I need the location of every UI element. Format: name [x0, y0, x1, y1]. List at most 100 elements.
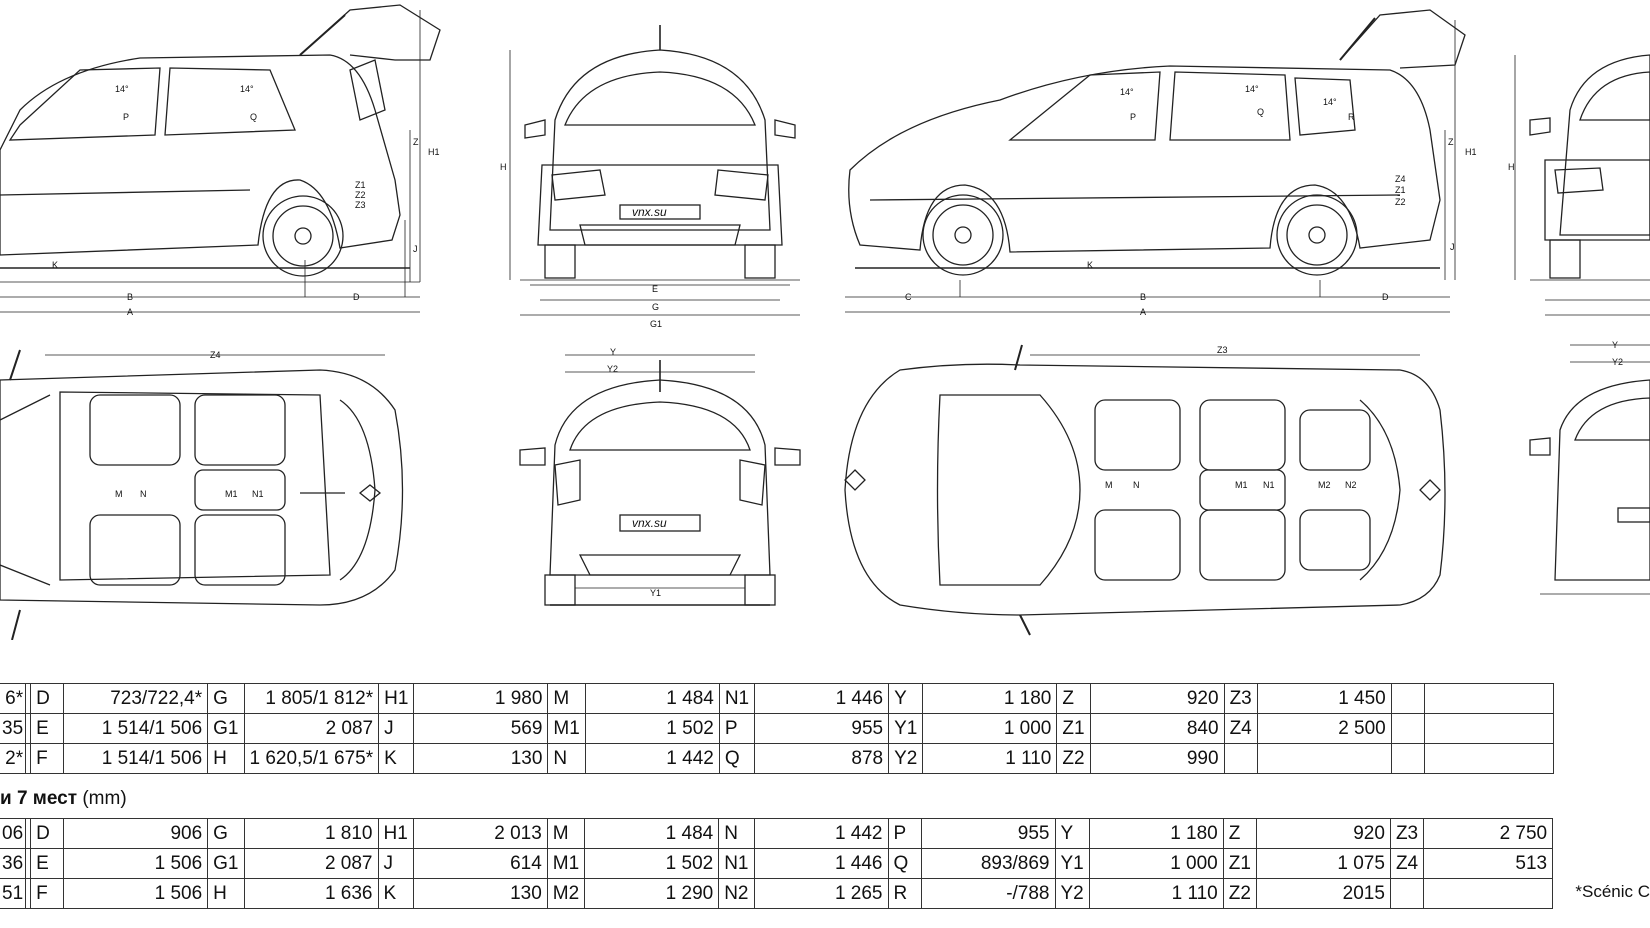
- dimension-value: 1 110: [922, 743, 1058, 774]
- dimension-value: 955: [920, 818, 1056, 849]
- rear-view-long: [1529, 344, 1650, 595]
- front-view-short: [509, 25, 800, 316]
- footnote: *Scénic C: [1575, 882, 1650, 901]
- dim-label: Y: [1612, 340, 1618, 350]
- dim-label: B: [1140, 292, 1146, 302]
- dimension-code: K: [377, 878, 414, 909]
- watermark: vnx.su: [632, 205, 667, 219]
- dimension-value: 893/869: [920, 848, 1056, 879]
- dim-label: G1: [650, 319, 662, 329]
- dimension-code: Z3: [1223, 683, 1258, 714]
- dimension-code: H: [207, 743, 245, 774]
- dim-label: G: [652, 302, 659, 312]
- dimension-code: 06: [0, 818, 27, 849]
- dim-label: Z: [1448, 137, 1454, 147]
- dimension-code: E: [30, 848, 65, 879]
- top-view-short: [0, 349, 404, 640]
- dim-label: 14°: [1323, 97, 1337, 107]
- dimension-value: 1 180: [1088, 818, 1224, 849]
- dim-label: J: [413, 244, 418, 254]
- dimension-code: [1389, 878, 1425, 909]
- dimension-value: 1 265: [753, 878, 889, 909]
- dimension-code: N2: [718, 878, 755, 909]
- dimension-code: R: [887, 878, 922, 909]
- dimension-code: Z2: [1222, 878, 1257, 909]
- dimension-code: F: [30, 878, 65, 909]
- dim-label: Y: [610, 347, 616, 357]
- dim-label: P: [1130, 112, 1136, 122]
- dim-label: M1: [1235, 480, 1248, 490]
- dim-label: M: [1105, 480, 1113, 490]
- dimension-value: [1256, 743, 1392, 774]
- dimension-code: Y2: [1054, 878, 1090, 909]
- dim-label: N1: [252, 489, 264, 499]
- dimension-value: 1 980: [413, 683, 549, 714]
- dimension-code: N: [547, 743, 586, 774]
- dim-label: Y2: [607, 364, 618, 374]
- dimension-value: 1 514/1 506: [63, 743, 209, 774]
- dimension-value: 920: [1255, 818, 1391, 849]
- dim-label: Z3: [1217, 345, 1228, 355]
- dim-label: D: [1382, 292, 1389, 302]
- dimension-code: N: [718, 818, 755, 849]
- blueprint-drawings: 14° 14° P Q Z H1 Z1 Z2 Z3 J K B D A H E …: [0, 4, 1650, 640]
- dimension-code: M: [547, 683, 586, 714]
- dimension-value: 990: [1089, 743, 1225, 774]
- dimension-value: 1 442: [584, 743, 720, 774]
- dimension-code: P: [887, 818, 922, 849]
- dimension-code: G: [207, 818, 245, 849]
- dimension-value: 920: [1089, 683, 1225, 714]
- section-title-bold: и 7 мест: [0, 788, 78, 809]
- dimension-value: 1 506: [63, 848, 209, 879]
- dimension-value: 2 087: [243, 713, 380, 744]
- dimension-value: 906: [63, 818, 209, 849]
- dimension-code: H: [207, 878, 245, 909]
- dimension-code: H1: [378, 683, 415, 714]
- dim-label: M1: [225, 489, 238, 499]
- dimension-value: 1 484: [584, 683, 720, 714]
- dimension-value: 2015: [1255, 878, 1391, 909]
- dimension-code: Z: [1222, 818, 1257, 849]
- dimension-code: 6*: [0, 683, 27, 714]
- dimension-value: [1423, 713, 1554, 744]
- dimension-value: 2 087: [243, 848, 379, 879]
- dimension-value: 1 442: [753, 818, 889, 849]
- dim-label: Z: [413, 137, 419, 147]
- dimension-code: Z4: [1223, 713, 1258, 744]
- dim-label: Z1: [355, 180, 366, 190]
- dimension-value: 1 000: [922, 713, 1058, 744]
- dim-label: Z3: [355, 200, 366, 210]
- dimension-code: M: [546, 818, 586, 849]
- dim-label: N1: [1263, 480, 1275, 490]
- dimension-code: F: [30, 743, 65, 774]
- dimension-value: 2 013: [412, 818, 548, 849]
- dimension-value: 840: [1089, 713, 1225, 744]
- dim-label: Z2: [355, 190, 366, 200]
- dim-label: P: [123, 112, 129, 122]
- dimension-value: 513: [1423, 848, 1554, 879]
- dimension-value: 130: [413, 743, 549, 774]
- dimension-code: Z3: [1389, 818, 1425, 849]
- dim-label: 14°: [1120, 87, 1134, 97]
- dimension-code: Y: [1054, 818, 1090, 849]
- dimension-code: 2*: [0, 743, 27, 774]
- dimension-value: 1 502: [584, 713, 720, 744]
- dimension-value: 1 110: [1088, 878, 1224, 909]
- side-view-short: [0, 4, 441, 313]
- dim-label: N2: [1345, 480, 1357, 490]
- dim-label: C: [905, 292, 912, 302]
- dimension-value: 878: [754, 743, 890, 774]
- dimension-value: 955: [754, 713, 890, 744]
- dimension-code: 35: [0, 713, 27, 744]
- dimension-value: 2 500: [1256, 713, 1392, 744]
- dimension-value: 1 484: [584, 818, 720, 849]
- dimension-code: [1390, 743, 1425, 774]
- dimension-code: 36: [0, 848, 27, 879]
- dimension-value: 2 750: [1423, 818, 1554, 849]
- dimension-value: 723/722,4*: [63, 683, 209, 714]
- dim-label: H1: [428, 147, 440, 157]
- section-title-7-seat: и 7 мест (mm): [0, 788, 127, 810]
